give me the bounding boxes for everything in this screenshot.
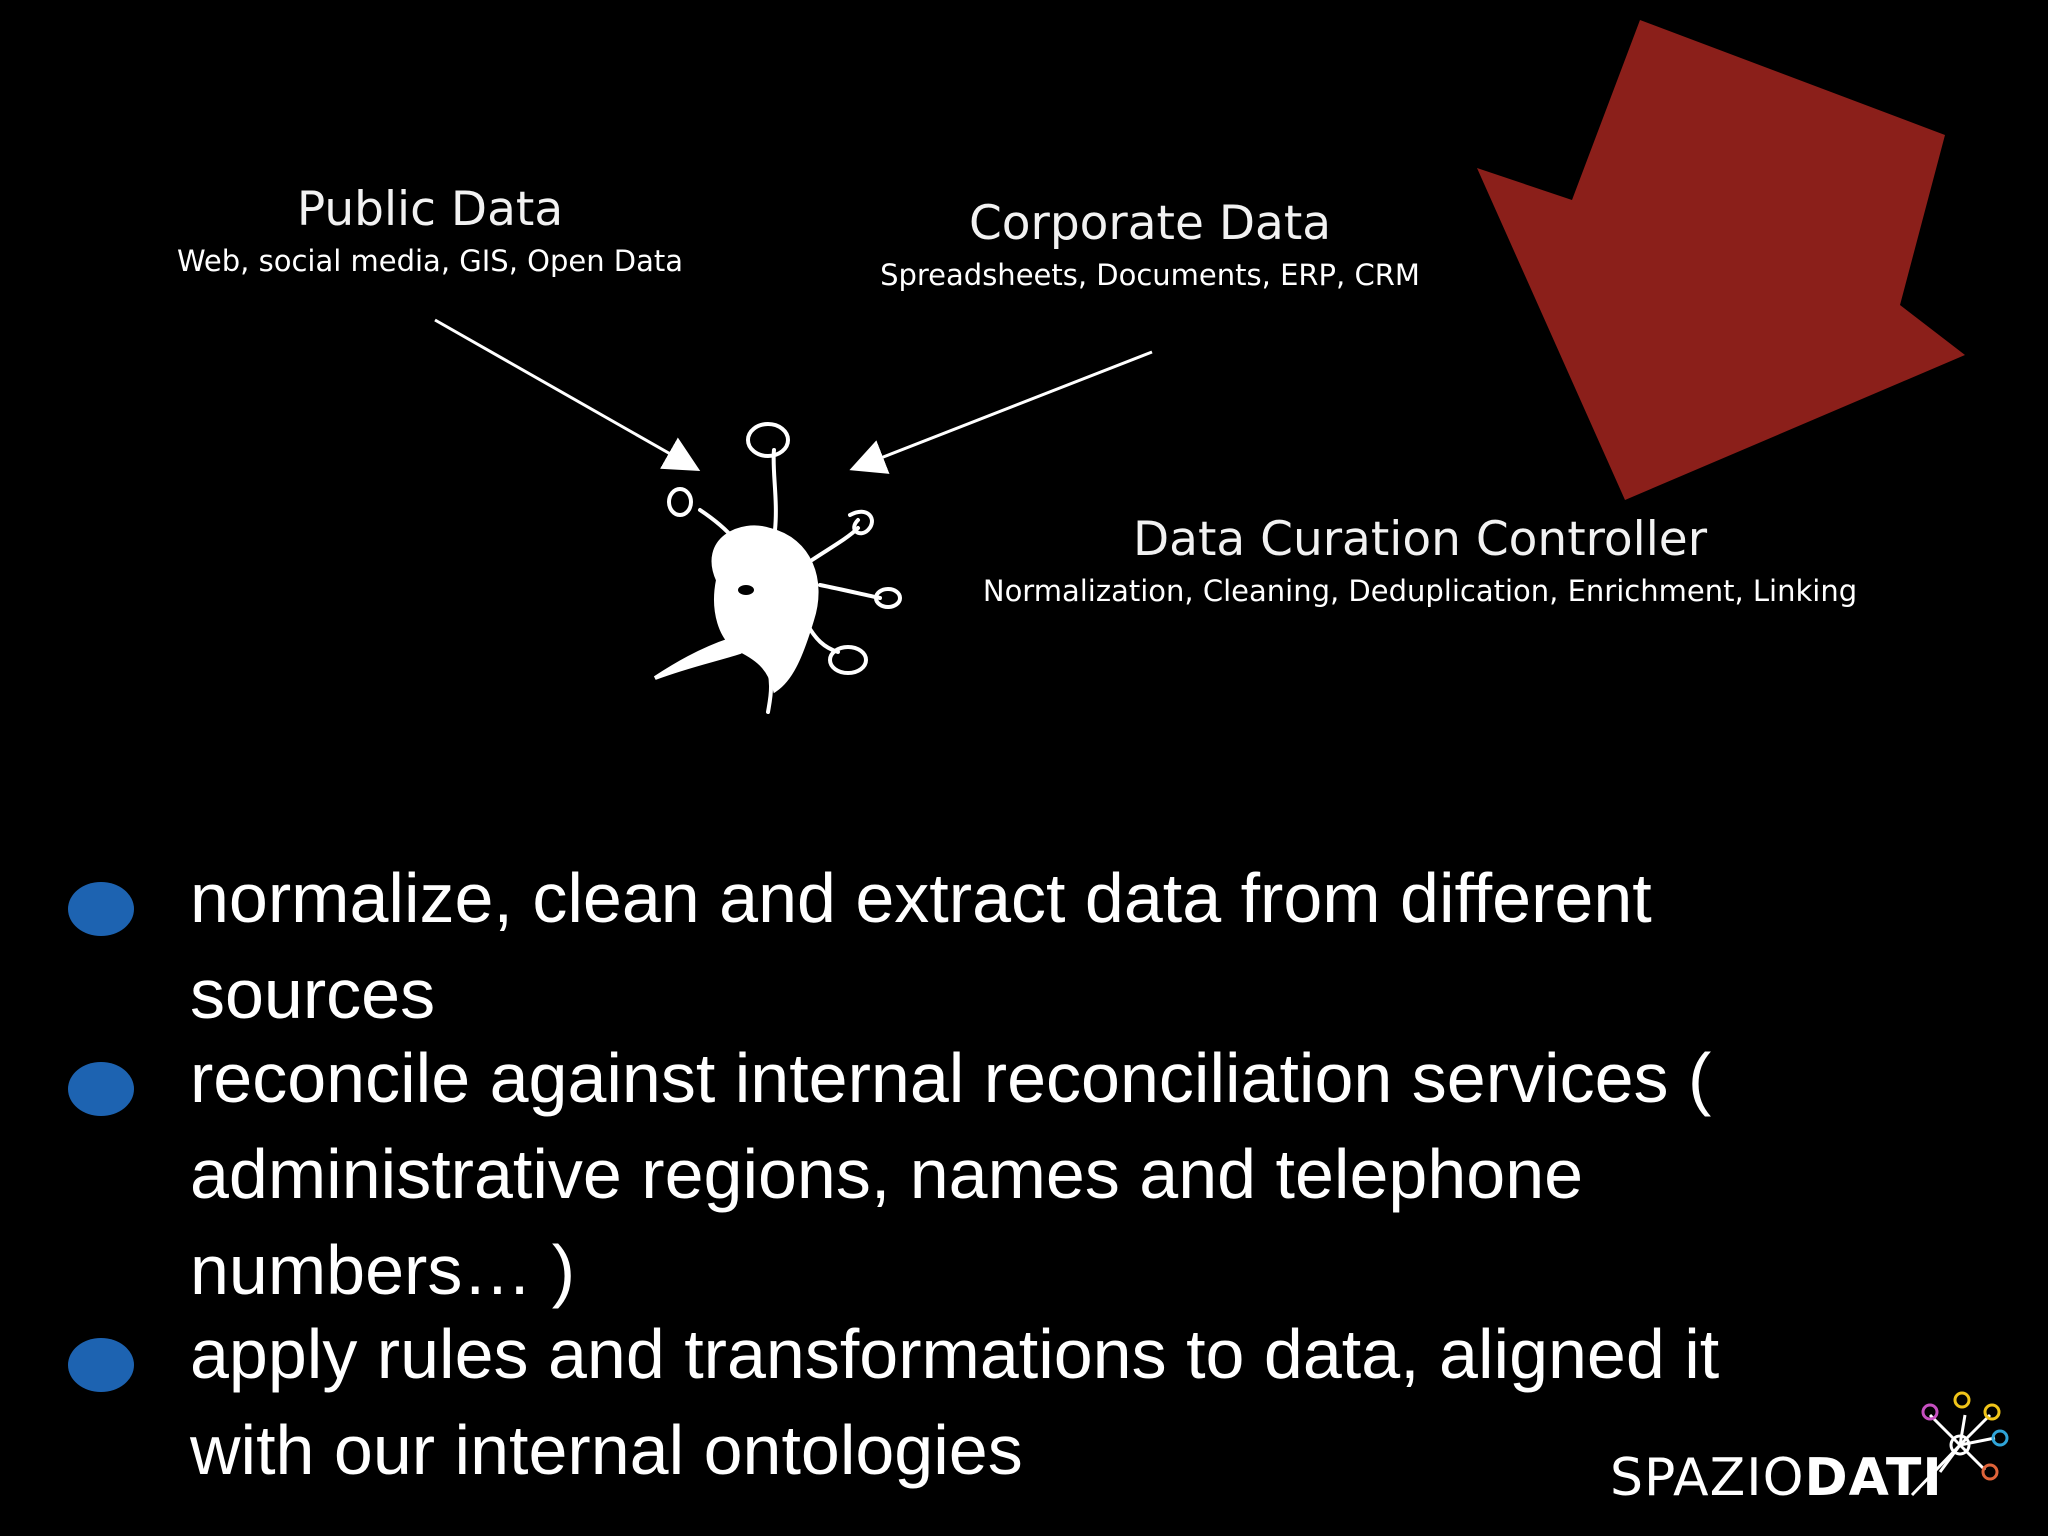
- bullet-text: apply rules and transformations to data,…: [190, 1315, 1720, 1489]
- bullet-text: normalize, clean and extract data from d…: [190, 859, 1652, 1033]
- bullet-text: reconcile against internal reconciliatio…: [190, 1039, 1712, 1309]
- red-arrow-shape: [1477, 20, 1965, 500]
- controller-subtitle: Normalization, Cleaning, Deduplication, …: [982, 574, 1858, 608]
- bullet-list: normalize, clean and extract data from d…: [60, 850, 1860, 1498]
- public-arrow: [434, 318, 701, 471]
- corporate-data-subtitle: Spreadsheets, Documents, ERP, CRM: [880, 258, 1420, 292]
- corporate-data-title: Corporate Data: [968, 196, 1332, 251]
- bullet-dot-icon: [68, 1338, 134, 1392]
- controller-title: Data Curation Controller: [1132, 512, 1708, 567]
- bullet-item: reconcile against internal reconciliatio…: [60, 1030, 1860, 1318]
- logo-bold-text: DATI: [1804, 1448, 1943, 1508]
- bullet-dot-icon: [68, 1062, 134, 1116]
- logo-light-text: SPAZIO: [1610, 1448, 1805, 1508]
- public-data-subtitle: Web, social media, GIS, Open Data: [176, 244, 684, 278]
- bullet-item: normalize, clean and extract data from d…: [60, 850, 1860, 1042]
- corporate-arrow: [849, 350, 1153, 474]
- bullet-dot-icon: [68, 882, 134, 936]
- spaziodati-logo: SPAZIODATI: [1610, 1448, 1943, 1508]
- public-data-title: Public Data: [296, 182, 564, 237]
- bullet-item: apply rules and transformations to data,…: [60, 1306, 1860, 1498]
